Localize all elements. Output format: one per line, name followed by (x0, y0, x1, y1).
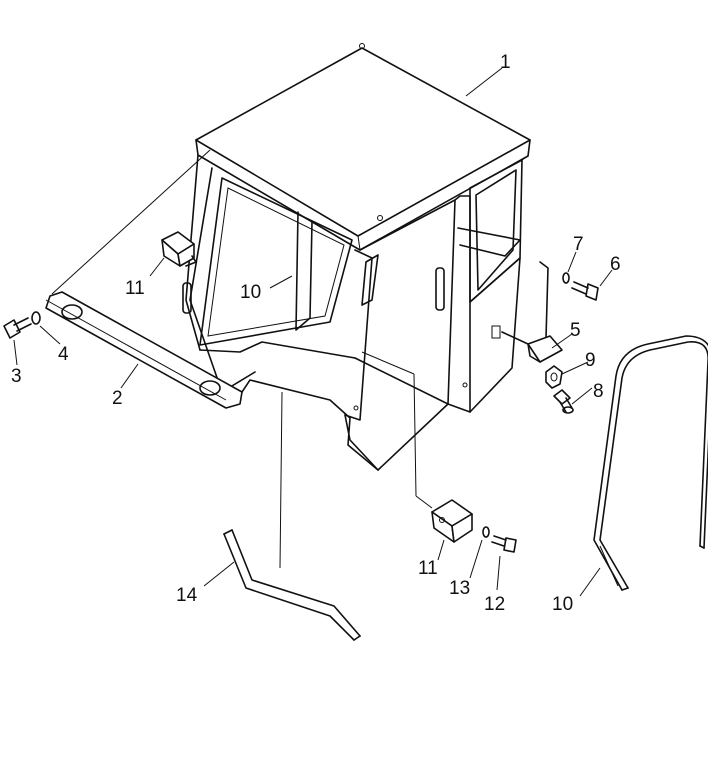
callout-14: 14 (176, 585, 198, 606)
callout-10-upper: 10 (240, 282, 261, 303)
callout-3: 3 (11, 366, 22, 387)
part-11-mount-lower (431, 499, 473, 543)
callout-13: 13 (449, 578, 470, 599)
callout-7: 7 (573, 234, 584, 255)
callout-10-right: 10 (552, 594, 573, 615)
part-7-washer (562, 272, 570, 284)
callout-11-upper: 11 (125, 278, 145, 299)
part-8-bolt (553, 389, 574, 414)
callout-labels: 1 2 3 4 5 6 7 8 9 10 10 11 11 12 13 14 (11, 52, 621, 615)
part-4-washer-left (31, 311, 41, 325)
part-14-weatherstrip-bottom (223, 529, 361, 641)
part-5-bracket (501, 261, 563, 363)
callout-5: 5 (570, 320, 581, 341)
callout-4: 4 (58, 344, 69, 365)
part-12-bolt (491, 535, 517, 553)
callout-leaders (13, 67, 613, 597)
part-13-washer (482, 526, 490, 538)
callout-11-lower: 11 (418, 558, 438, 579)
callout-8: 8 (593, 381, 604, 402)
part-11-mount-upper (161, 231, 197, 267)
part-10-weatherstrip-right (593, 335, 708, 591)
part-6-bolt (571, 281, 599, 301)
callout-2: 2 (112, 388, 123, 409)
callout-12: 12 (484, 594, 505, 615)
part-2-base-plate (45, 291, 243, 409)
part-9-nut (545, 365, 563, 389)
callout-1: 1 (500, 52, 511, 73)
callout-6: 6 (610, 254, 621, 275)
cab-assembly (182, 43, 531, 471)
part-3-bolt-left (3, 317, 32, 339)
callout-9: 9 (585, 350, 596, 371)
